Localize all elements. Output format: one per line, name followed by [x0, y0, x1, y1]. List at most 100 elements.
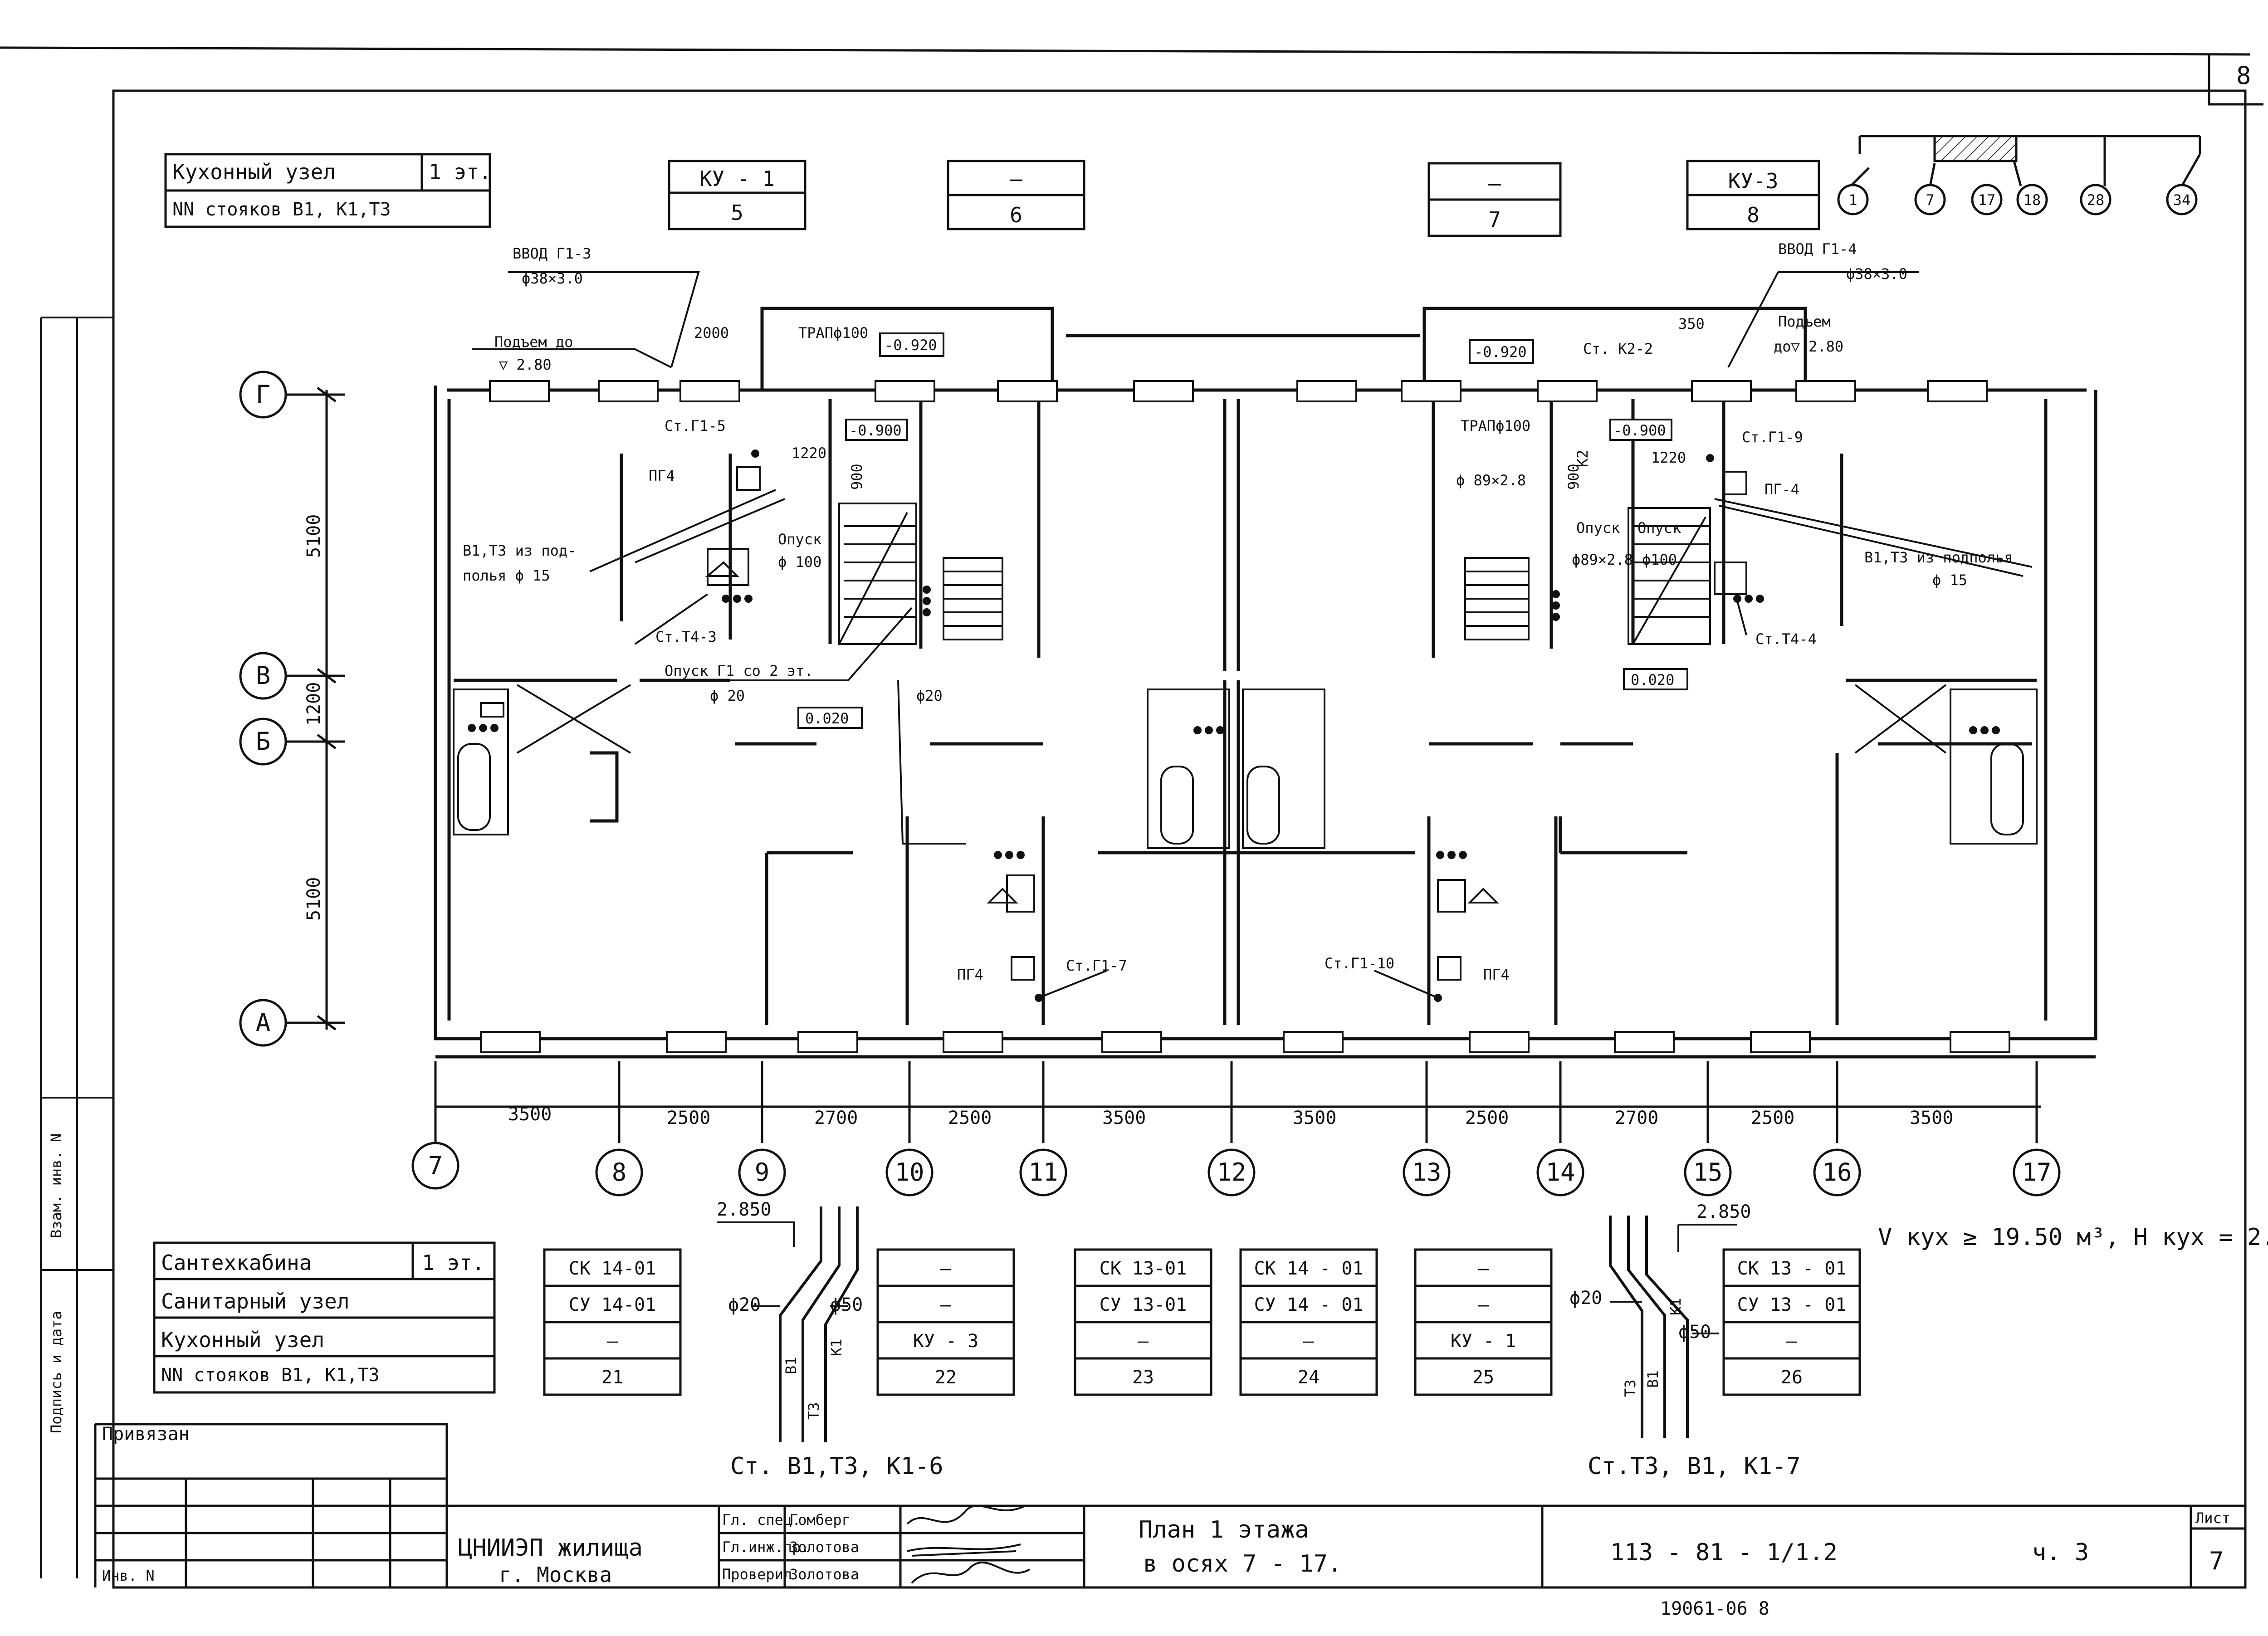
- riser-diagram-right: 2.850 ϕ20 ϕ50 Т3 В1 К1 Ст.Т3, В1, К1-7: [1569, 1201, 1801, 1480]
- riser-left-d2: ϕ50: [830, 1294, 863, 1315]
- axis-label-number: 8: [612, 1158, 627, 1187]
- opusk-left-dia: ϕ 100: [778, 553, 821, 571]
- axis-label-letter: А: [256, 1008, 271, 1037]
- bottom-header-table: Сантехкабина 1 эт. Санитарный узел Кухон…: [153, 1241, 496, 1394]
- dim-2000: 2000: [694, 324, 729, 342]
- col-cell: —: [1478, 1294, 1489, 1315]
- sheet-frame: [0, 46, 2263, 1589]
- unit-table-6: — 6: [947, 160, 1085, 230]
- vvod-right: ВВОД Г1-4: [1778, 240, 1857, 258]
- col-cell: СК 13 - 01: [1737, 1258, 1847, 1279]
- key-label: 28: [2087, 191, 2105, 209]
- role-label: Гл.инж.пр.: [722, 1538, 810, 1556]
- riser-left-label: К1: [828, 1338, 845, 1356]
- opusk-left: Опуск: [778, 531, 821, 548]
- bottom-col-26: СК 13 - 01 СУ 13 - 01 — 26: [1722, 1248, 1861, 1396]
- riser-right-label: К1: [1667, 1298, 1684, 1315]
- org-name: ЦНИИЭП жилища: [458, 1534, 643, 1562]
- col-num: 25: [1472, 1367, 1494, 1388]
- col-cell: СУ 13-01: [1100, 1294, 1187, 1315]
- level-right-920: -0.920: [1474, 343, 1527, 361]
- vvod-right-dia: ϕ38×3.0: [1846, 265, 1907, 283]
- riser-right-label: Т3: [1622, 1379, 1639, 1397]
- axis-label-number: 17: [2022, 1158, 2051, 1187]
- list-label: Лист: [2195, 1509, 2230, 1527]
- horiz-dim: 2700: [814, 1108, 858, 1128]
- k2-label: К2: [1574, 449, 1591, 467]
- axis-label-letter: В: [256, 661, 271, 690]
- vert-dim: 5100: [303, 514, 324, 558]
- vvod-left-dia: ϕ38×3.0: [522, 270, 583, 287]
- dim-900-left: 900: [848, 464, 865, 490]
- horiz-dim: 2500: [1751, 1108, 1794, 1128]
- col-cell: СК 14-01: [569, 1258, 656, 1279]
- riser-left-level: 2.850: [717, 1199, 771, 1220]
- axis-label-number: 13: [1412, 1158, 1441, 1187]
- sheet-number-top: 8: [2236, 61, 2251, 90]
- riser-right-label: В1: [1644, 1370, 1662, 1388]
- person-name: Золотова: [789, 1538, 859, 1556]
- riser-g15: Ст.Г1-5: [665, 417, 726, 435]
- role-label: Проверил: [722, 1566, 792, 1583]
- bottom-col-22: — — КУ - 3 22: [876, 1248, 1015, 1396]
- kitchen-header-table: Кухонный узел 1 эт. NN стояков В1, К1,Т3: [164, 153, 491, 228]
- bottom-header-floor: 1 эт.: [422, 1250, 484, 1275]
- col-cell: —: [1478, 1258, 1489, 1279]
- podem-right-val: до▽ 2.80: [1774, 338, 1843, 355]
- bottom-header-row: NN стояков В1, К1,Т3: [161, 1365, 380, 1386]
- col-cell: СК 14 - 01: [1254, 1258, 1364, 1279]
- list-number: 7: [2209, 1547, 2224, 1575]
- role-label: Гл. спец.: [722, 1511, 801, 1529]
- col-cell: —: [1786, 1331, 1798, 1352]
- horiz-dim: 3500: [1102, 1108, 1146, 1128]
- v1t3-right-line2: ϕ 15: [1932, 571, 1967, 589]
- level-right-020: 0.020: [1631, 671, 1674, 689]
- axis-label-number: 16: [1822, 1158, 1852, 1187]
- opusk-right2-dia: ϕ89×2.8: [1572, 551, 1633, 568]
- v1t3-right-line1: В1,Т3 из подполья: [1864, 549, 2013, 566]
- key-label: 18: [2024, 191, 2041, 209]
- level-boxes: [797, 332, 1688, 729]
- riser-left-label: В1: [782, 1357, 800, 1374]
- phi20-label: ϕ20: [916, 687, 943, 704]
- col-cell: —: [607, 1331, 618, 1352]
- key-label: 1: [1848, 191, 1857, 209]
- axis-label-number: 10: [894, 1158, 924, 1187]
- horiz-dim: 3500: [1293, 1108, 1336, 1128]
- col-cell: —: [1138, 1331, 1149, 1352]
- kitchen-header-row2: NN стояков В1, К1,Т3: [172, 199, 391, 220]
- axis-label-number: 9: [755, 1158, 770, 1187]
- horiz-dim: 2500: [1465, 1108, 1509, 1128]
- podem-left: Подъем до: [494, 333, 573, 351]
- riser-right-level: 2.850: [1696, 1201, 1751, 1222]
- col-num: 24: [1298, 1367, 1320, 1388]
- axis-label-letter: Г: [256, 380, 271, 409]
- horiz-dim: 2500: [667, 1108, 710, 1128]
- project-part: ч. 3: [2032, 1539, 2089, 1566]
- unit-table-8: КУ-3 8: [1686, 160, 1820, 230]
- bottom-header-row: Санитарный узел: [161, 1289, 349, 1314]
- axis-label-number: 11: [1028, 1158, 1058, 1187]
- level-left-020: 0.020: [805, 710, 849, 727]
- signatures: [906, 1505, 1031, 1584]
- key-label: 17: [1978, 191, 1996, 209]
- vvod-left: ВВОД Г1-3: [513, 245, 591, 262]
- axis-label-number: 12: [1217, 1158, 1246, 1187]
- number-axes: 7 8 9 10 11 12 13 14 15 16 17 3500 2500 …: [411, 1061, 2061, 1196]
- axis-label-letter: Б: [256, 727, 271, 756]
- pipe-89: ϕ 89×2.8: [1456, 472, 1526, 489]
- col-num: 22: [935, 1367, 957, 1388]
- riser-right-caption: Ст.Т3, В1, К1-7: [1588, 1453, 1801, 1480]
- dim-1220-left: 1220: [792, 444, 826, 462]
- col-cell: КУ - 3: [913, 1331, 979, 1352]
- col-cell: СУ 14 - 01: [1254, 1294, 1364, 1315]
- bathrooms: [453, 684, 2038, 849]
- gas-stove-label: ПГ4: [957, 966, 983, 983]
- kitchen-header-row1: Кухонный узел: [172, 160, 336, 184]
- riser-diagram-left: 2.850 ϕ20 ϕ50 В1 Т3 К1 Ст. В1,Т3, К1-6: [717, 1199, 943, 1480]
- podem-right: Подъем: [1778, 313, 1831, 330]
- gas-stove-label: ПГ4: [1483, 966, 1510, 983]
- bottom-note: 19061-06 8: [1660, 1598, 1769, 1619]
- side-stamp-v1: Взам. инв. N: [48, 1133, 65, 1238]
- riser-left-label: Т3: [805, 1402, 822, 1420]
